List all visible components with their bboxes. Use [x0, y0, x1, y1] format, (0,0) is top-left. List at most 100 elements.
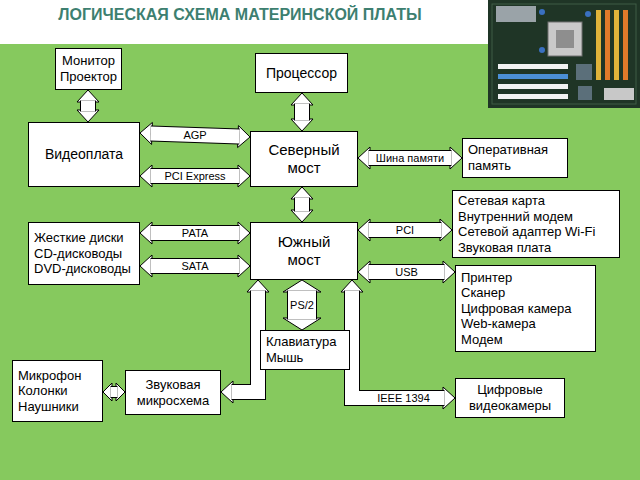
block-arrow [358, 147, 462, 169]
arrow-head [283, 280, 321, 292]
box-text: Web-камера [461, 316, 536, 332]
arrow-outline [287, 291, 317, 320]
box-text: Монитор [62, 53, 115, 69]
box-text: Жесткие диски [34, 230, 124, 246]
slide-title: ЛОГИЧЕСКАЯ СХЕМА МАТЕРИНСКОЙ ПЛАТЫ [55, 6, 425, 24]
bus-label: IEEE 1394 [377, 392, 430, 404]
component-box: ПринтерСканерЦифровая камераWeb-камераМо… [455, 265, 596, 352]
arrow-head [291, 119, 313, 131]
arrow-outline [369, 150, 452, 166]
box-text: Наушники [18, 399, 79, 415]
arrow-head [77, 90, 99, 102]
arrow-outline [369, 222, 442, 238]
box-text: DVD-дисководы [34, 261, 131, 277]
block-arrow [358, 219, 452, 241]
bus-label: PATA [182, 227, 208, 239]
bus-label: AGP [183, 129, 206, 141]
motherboard-photo [488, 0, 640, 108]
bus-label: PCI [396, 224, 414, 236]
connector [604, 88, 634, 100]
component-box: МониторПроектор [55, 48, 122, 90]
arrow-outline [111, 386, 118, 398]
block-arrow [103, 383, 125, 401]
arrow-outline [294, 198, 310, 212]
arrow-body [151, 226, 240, 240]
box-text: Колонки [18, 383, 68, 399]
box-text: Клавиатура [266, 334, 336, 350]
block-arrow [77, 90, 99, 122]
component-box: Видеоплата [28, 122, 140, 187]
arrow-body [295, 198, 309, 212]
component-box: Процессор [255, 53, 348, 93]
arrow-head [238, 222, 250, 244]
capacitor [539, 9, 545, 15]
component-box: КлавиатураМышь [260, 330, 350, 370]
box-text: Видеоплата [45, 146, 123, 163]
component-box: Южный мост [250, 222, 358, 280]
box-text: Сетевой адаптер Wi-Fi [458, 224, 595, 240]
arrow-body [151, 169, 240, 183]
arrow-head [358, 219, 370, 241]
block-arrow [140, 165, 250, 187]
box-text: Проектор [60, 69, 117, 85]
arrow-head [140, 255, 152, 277]
arrow-outline [151, 168, 240, 184]
chipset [578, 86, 592, 100]
component-box: Жесткие дискиCD-дисководыDVD-дисководы [28, 222, 140, 285]
block-arrow [140, 222, 250, 244]
box-text: Принтер [461, 270, 512, 286]
arrow-body [288, 291, 316, 320]
pci-slot [498, 74, 568, 79]
io-ports [496, 6, 536, 22]
block-arrow [140, 122, 250, 147]
arrow-head [77, 110, 99, 122]
box-text: Сетевая карта [458, 193, 545, 209]
arrow-outline [151, 225, 240, 241]
arrow-head [238, 165, 250, 187]
box-text: Процессор [266, 65, 337, 82]
arrow-head [443, 261, 455, 283]
box-text: Сканер [461, 285, 505, 301]
arrow-outline [80, 101, 96, 112]
component-box: Звуковая микросхема [125, 370, 221, 415]
arrow-body [369, 223, 442, 237]
block-arrow [140, 255, 250, 277]
box-text: Звуковая микросхема [132, 377, 214, 408]
arrow-head [443, 387, 455, 409]
box-text: Южный мост [274, 233, 334, 269]
arrow-body [369, 151, 452, 165]
ram-slot [623, 10, 628, 80]
pci-slot [498, 84, 568, 89]
arrow-body [111, 387, 118, 397]
arrow-outline [151, 258, 240, 274]
arrow-outline [294, 104, 310, 121]
pci-slot [498, 94, 568, 99]
ram-slot [605, 10, 610, 80]
block-arrow [283, 280, 321, 330]
arrow-head [450, 147, 462, 169]
component-box: МикрофонКолонкиНаушники [12, 360, 103, 422]
arrow-body [232, 291, 259, 393]
ram-slot [614, 10, 619, 80]
bus-label: Шина памяти [376, 152, 444, 164]
block-arrow [341, 280, 455, 409]
box-text: Внутренний модем [458, 209, 573, 225]
arrow-head [291, 187, 313, 199]
component-box: Северный мост [250, 131, 358, 187]
cpu-socket [548, 22, 582, 56]
pci-slot [498, 64, 568, 69]
box-text: Цифровые видеокамеры [460, 382, 560, 413]
arrow-head [221, 381, 233, 403]
block-arrow [291, 93, 313, 131]
arrow-body [352, 291, 445, 399]
arrow-head [247, 280, 269, 292]
box-text: Оперативная память [468, 142, 563, 173]
arrow-head [283, 318, 321, 330]
box-text: Микрофон [18, 368, 81, 384]
box-text: Северный мост [264, 141, 344, 177]
block-arrow [291, 187, 313, 222]
